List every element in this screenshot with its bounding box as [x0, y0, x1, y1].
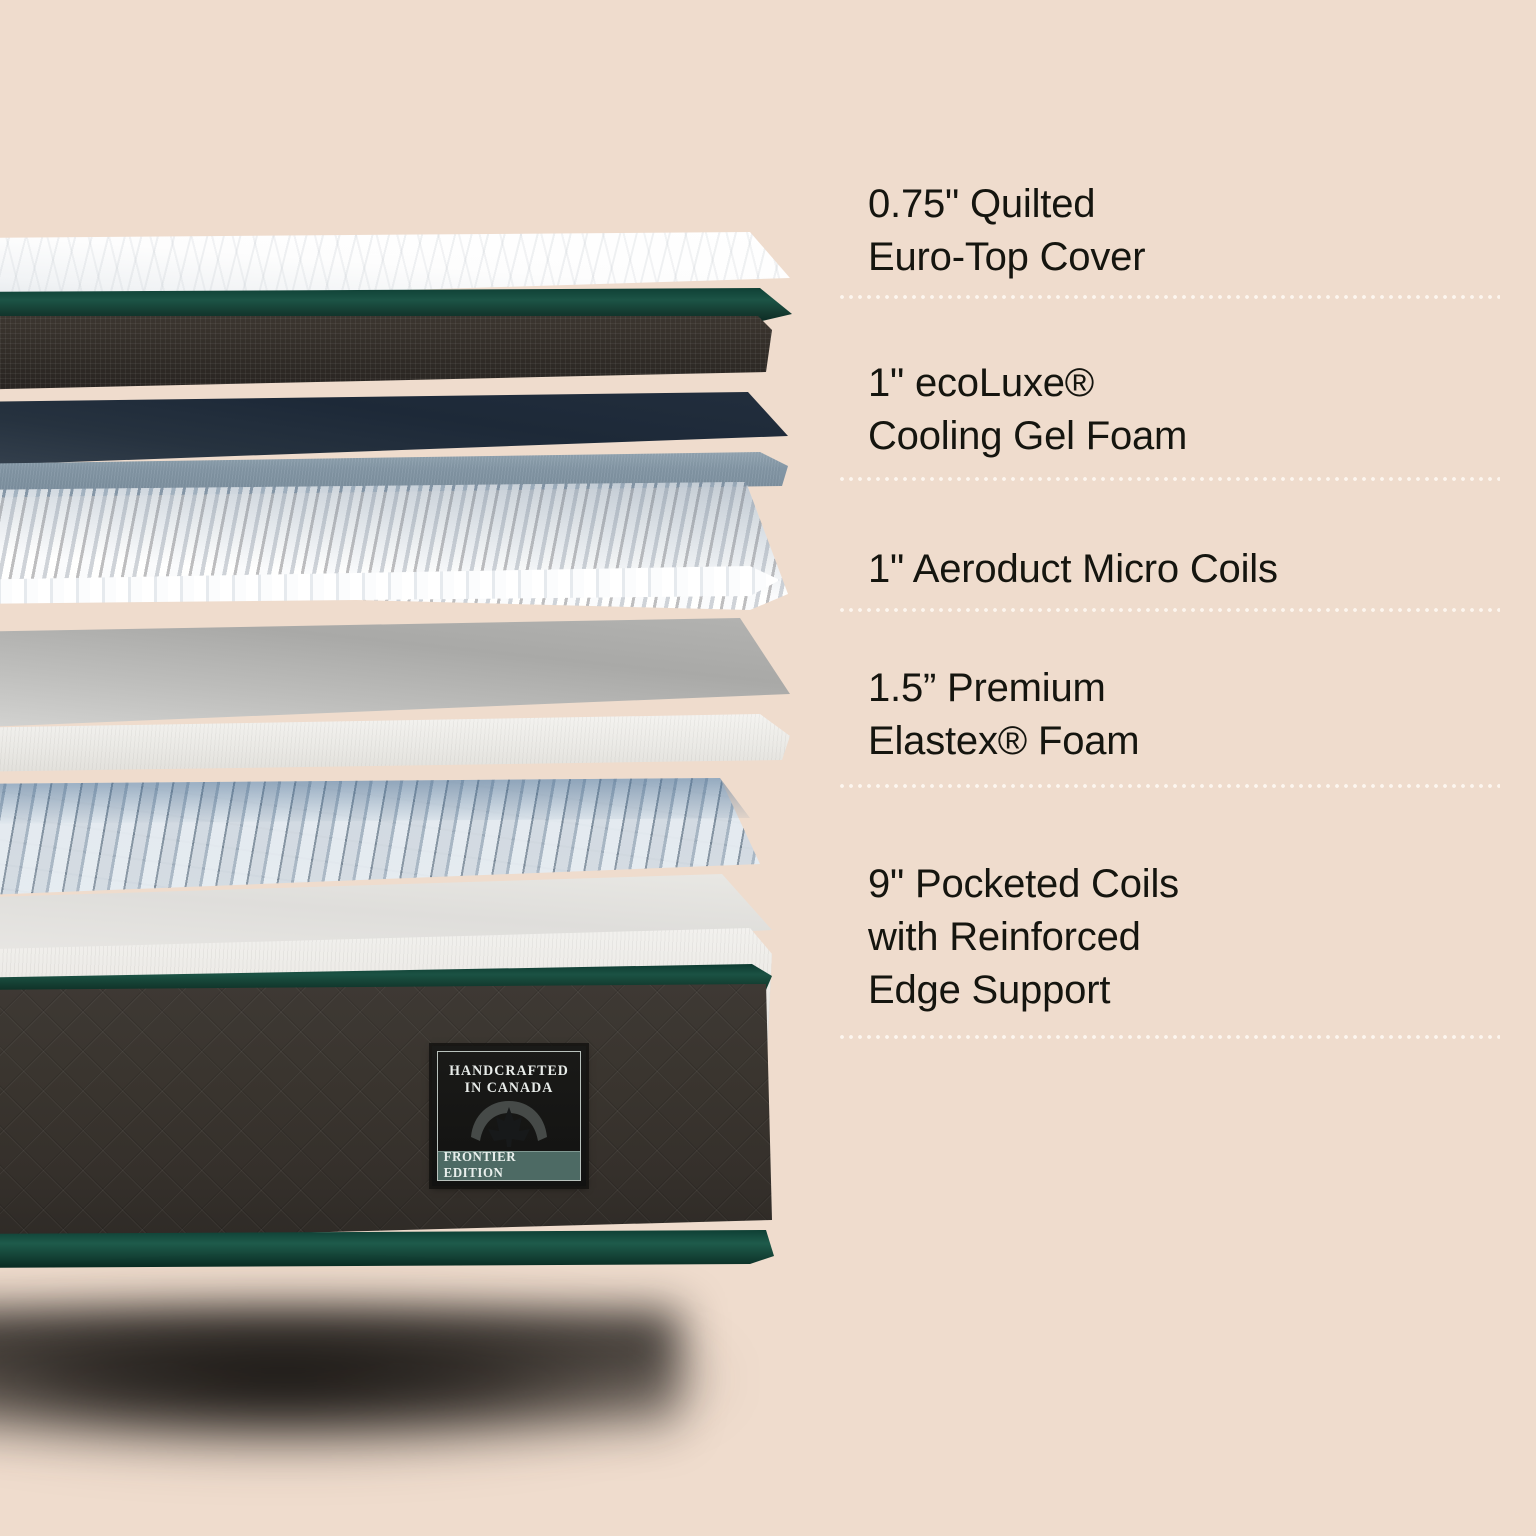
- separator-3: [840, 608, 1500, 612]
- brand-badge-inner: HANDCRAFTED IN CANADA FRONTIER EDITION: [437, 1051, 581, 1181]
- label-euro-top-cover: 0.75" Quilted Euro-Top Cover: [868, 182, 1146, 279]
- elastex-texture: [0, 714, 790, 772]
- separator-1: [840, 295, 1500, 299]
- label-elastex-foam: 1.5” Premium Elastex® Foam: [868, 666, 1140, 763]
- elastex-top-surface: [0, 618, 790, 728]
- separator-2: [840, 477, 1500, 481]
- layer-pocketed-coils: [0, 778, 840, 1298]
- badge-edition-band: FRONTIER EDITION: [438, 1150, 580, 1181]
- separator-5: [840, 1035, 1500, 1039]
- badge-edition-text: FRONTIER EDITION: [443, 1150, 517, 1181]
- green-piping-lower: [0, 1230, 774, 1268]
- label-cooling-gel-foam: 1" ecoLuxe® Cooling Gel Foam: [868, 361, 1188, 458]
- separator-4: [840, 784, 1500, 788]
- quilted-diamond-side-panel: [0, 984, 772, 1242]
- layer-euro-top-cover: [0, 232, 800, 412]
- layer-elastex-foam: [0, 618, 800, 798]
- mattress-ground-shadow: [0, 1292, 840, 1482]
- layer-aeroduct-micro-coils: [0, 482, 800, 642]
- label-aeroduct-micro-coils: 1" Aeroduct Micro Coils: [868, 547, 1278, 591]
- pocketed-coil-grid-tint: [0, 778, 750, 824]
- mesh-side-panel: [0, 316, 772, 390]
- mattress-ground-shadow-core: [0, 1312, 680, 1442]
- mattress-illustration: HANDCRAFTED IN CANADA FRONTIER EDITION: [0, 232, 840, 1482]
- label-pocketed-coils: 9" Pocketed Coils with Reinforced Edge S…: [868, 862, 1179, 1012]
- maple-leaf-icon: [438, 1097, 580, 1151]
- badge-handcrafted-text: HANDCRAFTED IN CANADA: [449, 1063, 569, 1096]
- layer-label-list: 0.75" Quilted Euro-Top Cover 1" ecoLuxe®…: [840, 0, 1536, 1536]
- brand-badge: HANDCRAFTED IN CANADA FRONTIER EDITION: [432, 1046, 586, 1186]
